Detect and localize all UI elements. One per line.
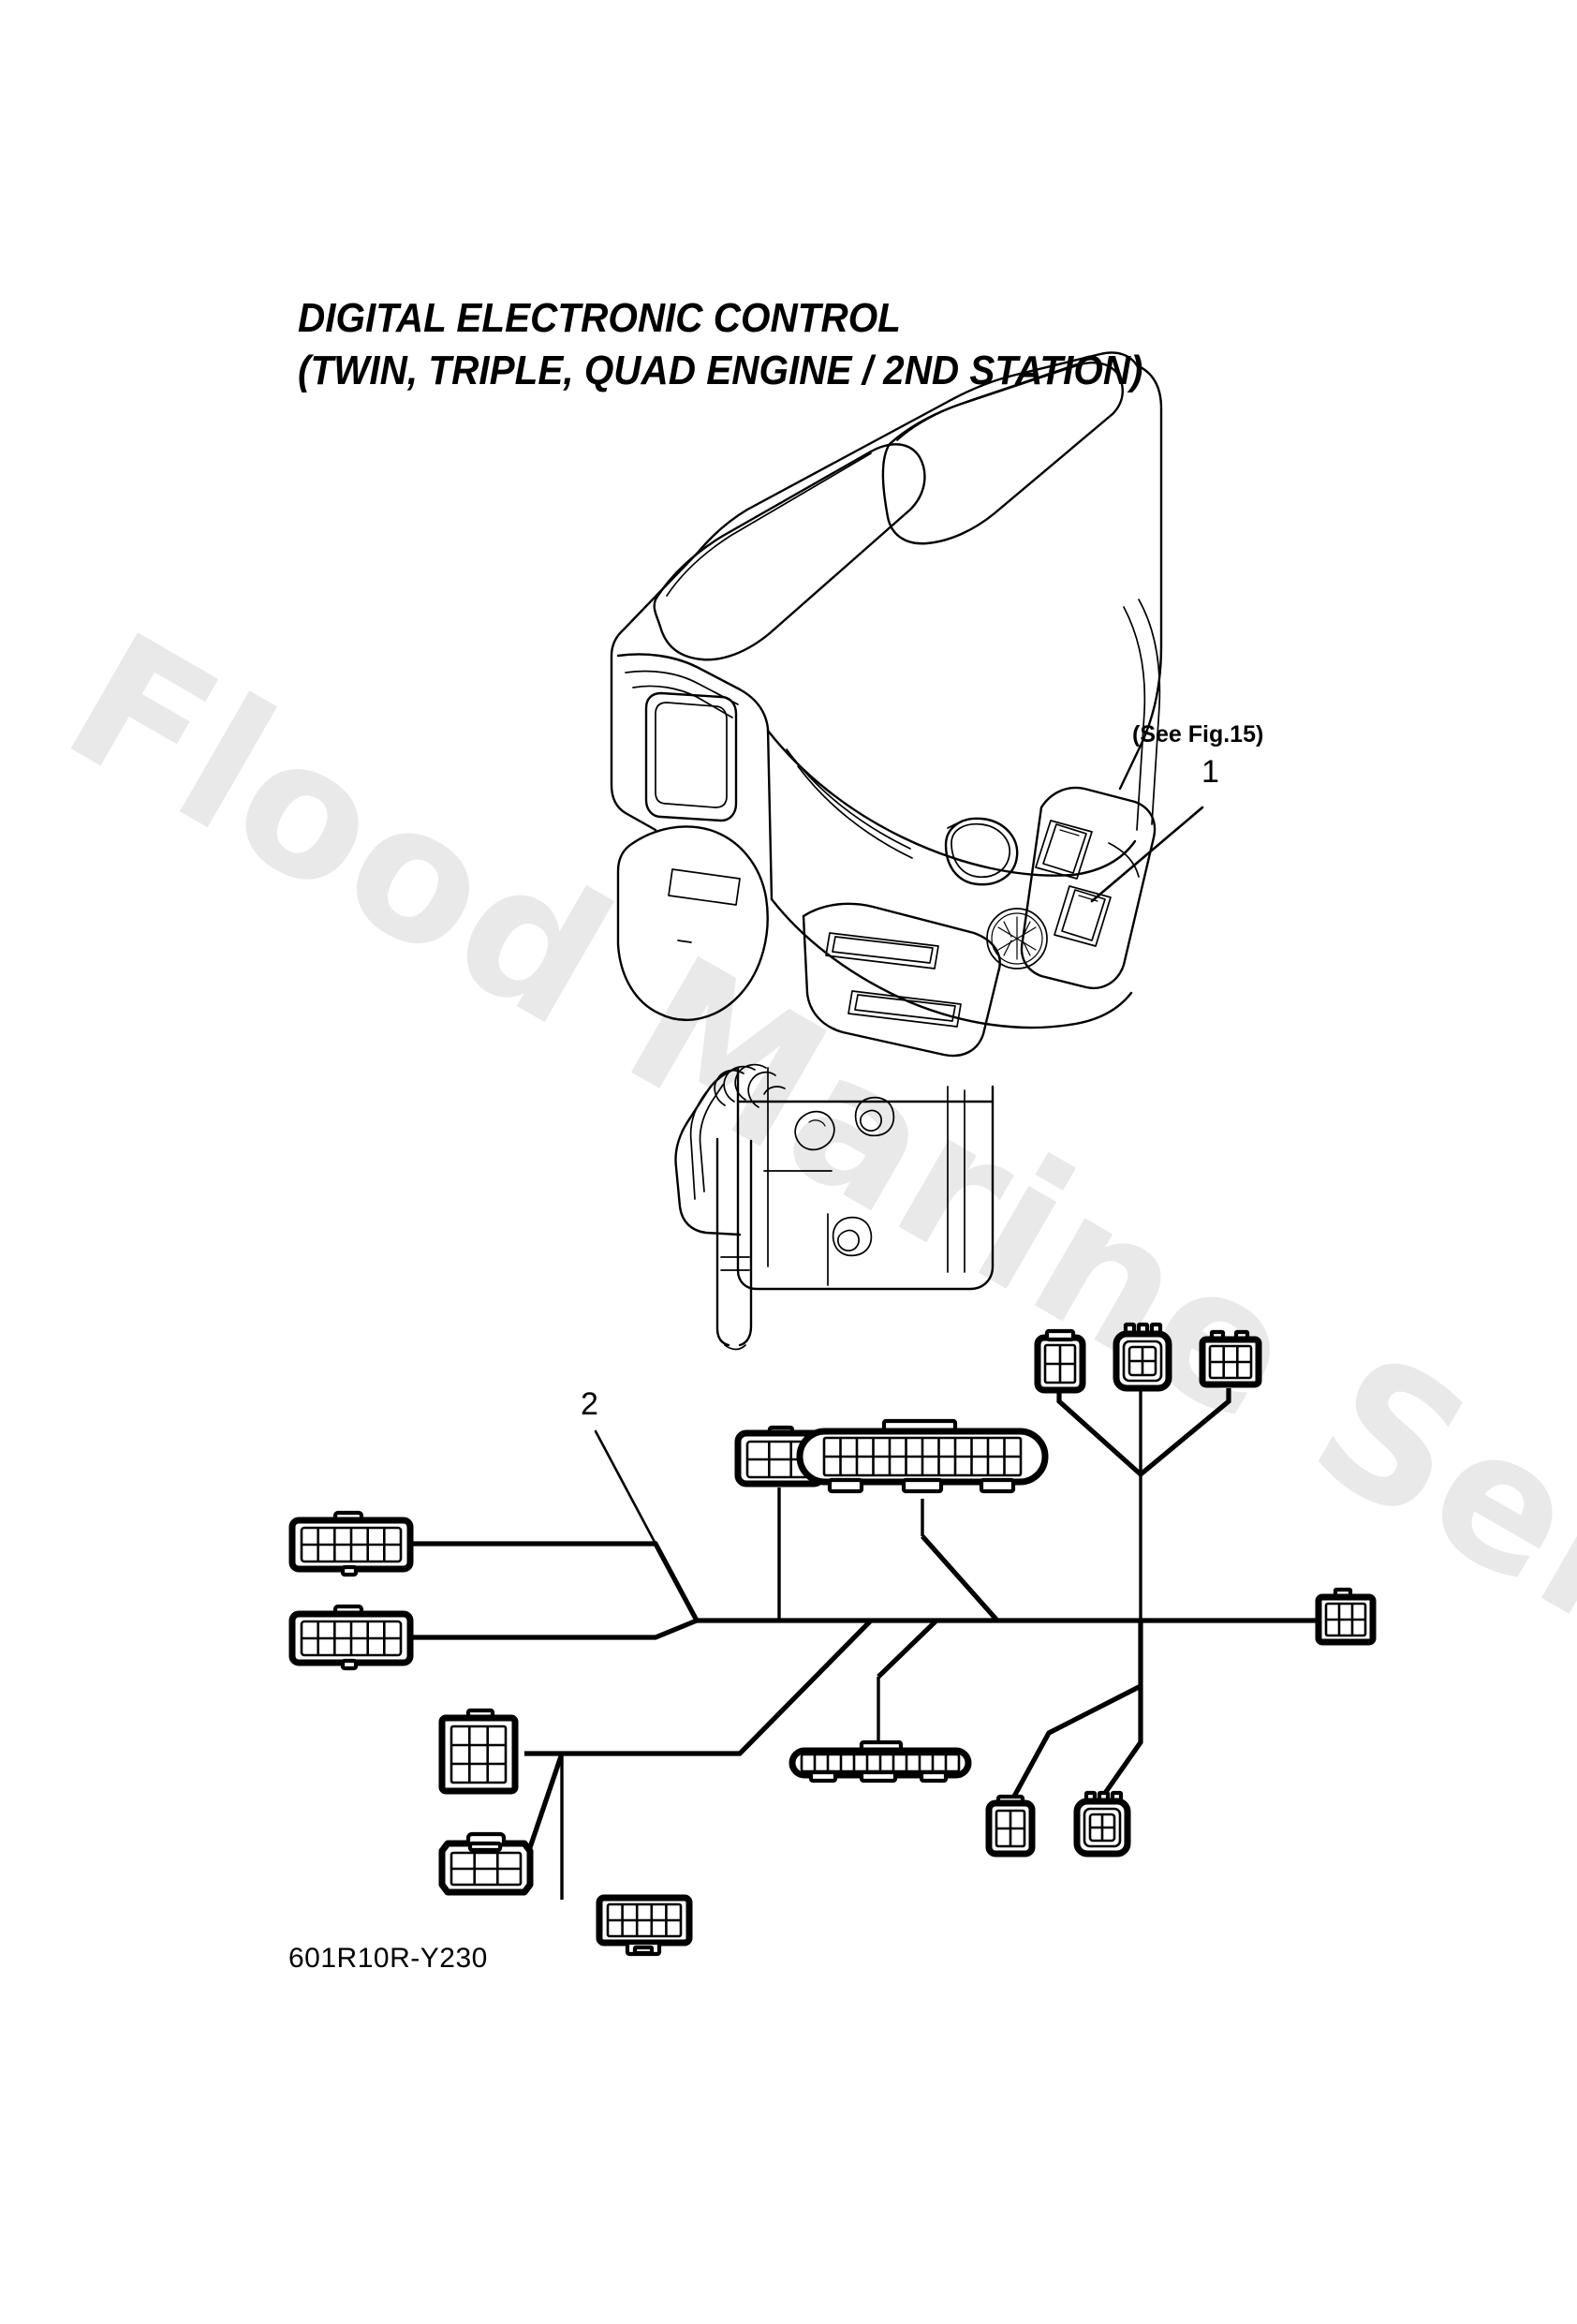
watermark-text: Flood Marine Services bbox=[35, 593, 1577, 1942]
title-line-1: DIGITAL ELECTRONIC CONTROL bbox=[298, 295, 901, 341]
button-left-cluster bbox=[803, 904, 1000, 1056]
connector-6-pin-upper-right bbox=[1202, 1332, 1259, 1384]
connector-6-pin-top-middle bbox=[738, 1428, 822, 1484]
connector-24-pin-wide bbox=[800, 1421, 1045, 1491]
harness-branch-c5 bbox=[878, 1621, 936, 1677]
connector-6-pin-lower-left bbox=[442, 1834, 530, 1892]
control-head-left-pod bbox=[618, 826, 768, 1019]
callout-number-2: 2 bbox=[581, 1386, 598, 1422]
harness-branch-left-lower bbox=[409, 1621, 697, 1637]
control-head-front-bezel bbox=[618, 655, 772, 900]
callout-2-leader-line bbox=[596, 1431, 656, 1544]
connector-4-pin-sealed-lower-right bbox=[1077, 1793, 1127, 1854]
diagram-title: DIGITAL ELECTRONIC CONTROL (TWIN, TRIPLE… bbox=[298, 292, 1216, 397]
harness-branch-c7 bbox=[524, 1754, 562, 1864]
connector-12-pin-left-lower bbox=[292, 1606, 410, 1668]
harness-branch-c4 bbox=[922, 1536, 997, 1621]
connector-4-pin-lower-right bbox=[989, 1797, 1032, 1854]
harness-branch-left-upper bbox=[409, 1544, 697, 1621]
control-head-outer-shell bbox=[612, 353, 1161, 831]
see-figure-note: (See Fig.15) bbox=[1132, 721, 1264, 748]
connector-6-pin-trunk-end bbox=[1319, 1590, 1373, 1642]
harness-branch-c11 bbox=[1141, 1388, 1229, 1474]
harness-branch-c9 bbox=[1059, 1388, 1141, 1474]
connector-12-pin-flat bbox=[792, 1742, 968, 1781]
connector-9-pin-square bbox=[442, 1710, 515, 1791]
connector-12-pin-left-upper bbox=[292, 1513, 410, 1575]
drawing-code: 601R10R-Y230 bbox=[288, 1943, 488, 1974]
button-right-strip bbox=[1022, 788, 1155, 988]
yamaha-logo-icon bbox=[987, 909, 1047, 969]
harness-branch-c14 bbox=[1101, 1621, 1141, 1799]
control-head-button-panel bbox=[768, 600, 1159, 1056]
button-round-select bbox=[946, 819, 1017, 884]
control-head-mounting-base bbox=[676, 1065, 994, 1350]
connector-4-pin-sealed-upper-right bbox=[1116, 1325, 1169, 1388]
callout-number-1: 1 bbox=[1201, 754, 1219, 790]
connector-10-pin-bottom bbox=[599, 1898, 689, 1954]
harness-branch-c13 bbox=[1010, 1686, 1141, 1803]
harness-branch-lower-left bbox=[562, 1621, 871, 1754]
title-line-2: (TWIN, TRIPLE, QUAD ENGINE / 2ND STATION… bbox=[298, 348, 1143, 393]
harness-wires bbox=[409, 1388, 1330, 1900]
throttle-shift-levers bbox=[655, 363, 1123, 659]
callout-1-leader-line bbox=[1092, 807, 1202, 901]
connector-4-pin-upper-right bbox=[1038, 1331, 1083, 1390]
